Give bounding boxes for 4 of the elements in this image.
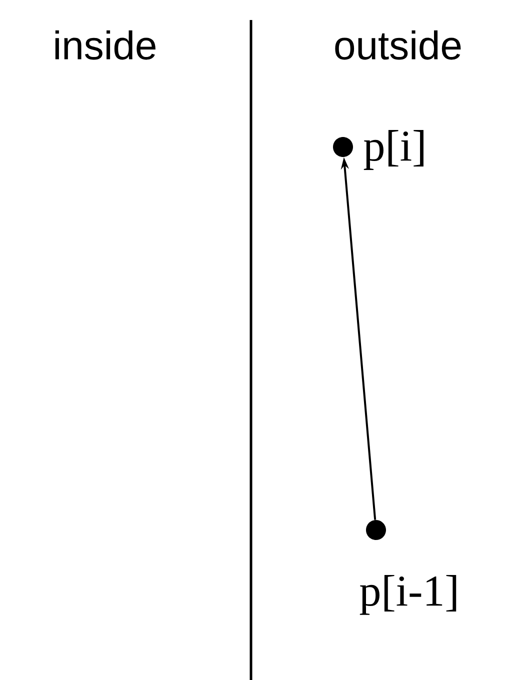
point-label: p[i-1] [360,575,456,615]
point-label: p[i] [364,130,424,170]
region-label: inside [55,30,156,60]
region-label: outside [335,30,461,60]
